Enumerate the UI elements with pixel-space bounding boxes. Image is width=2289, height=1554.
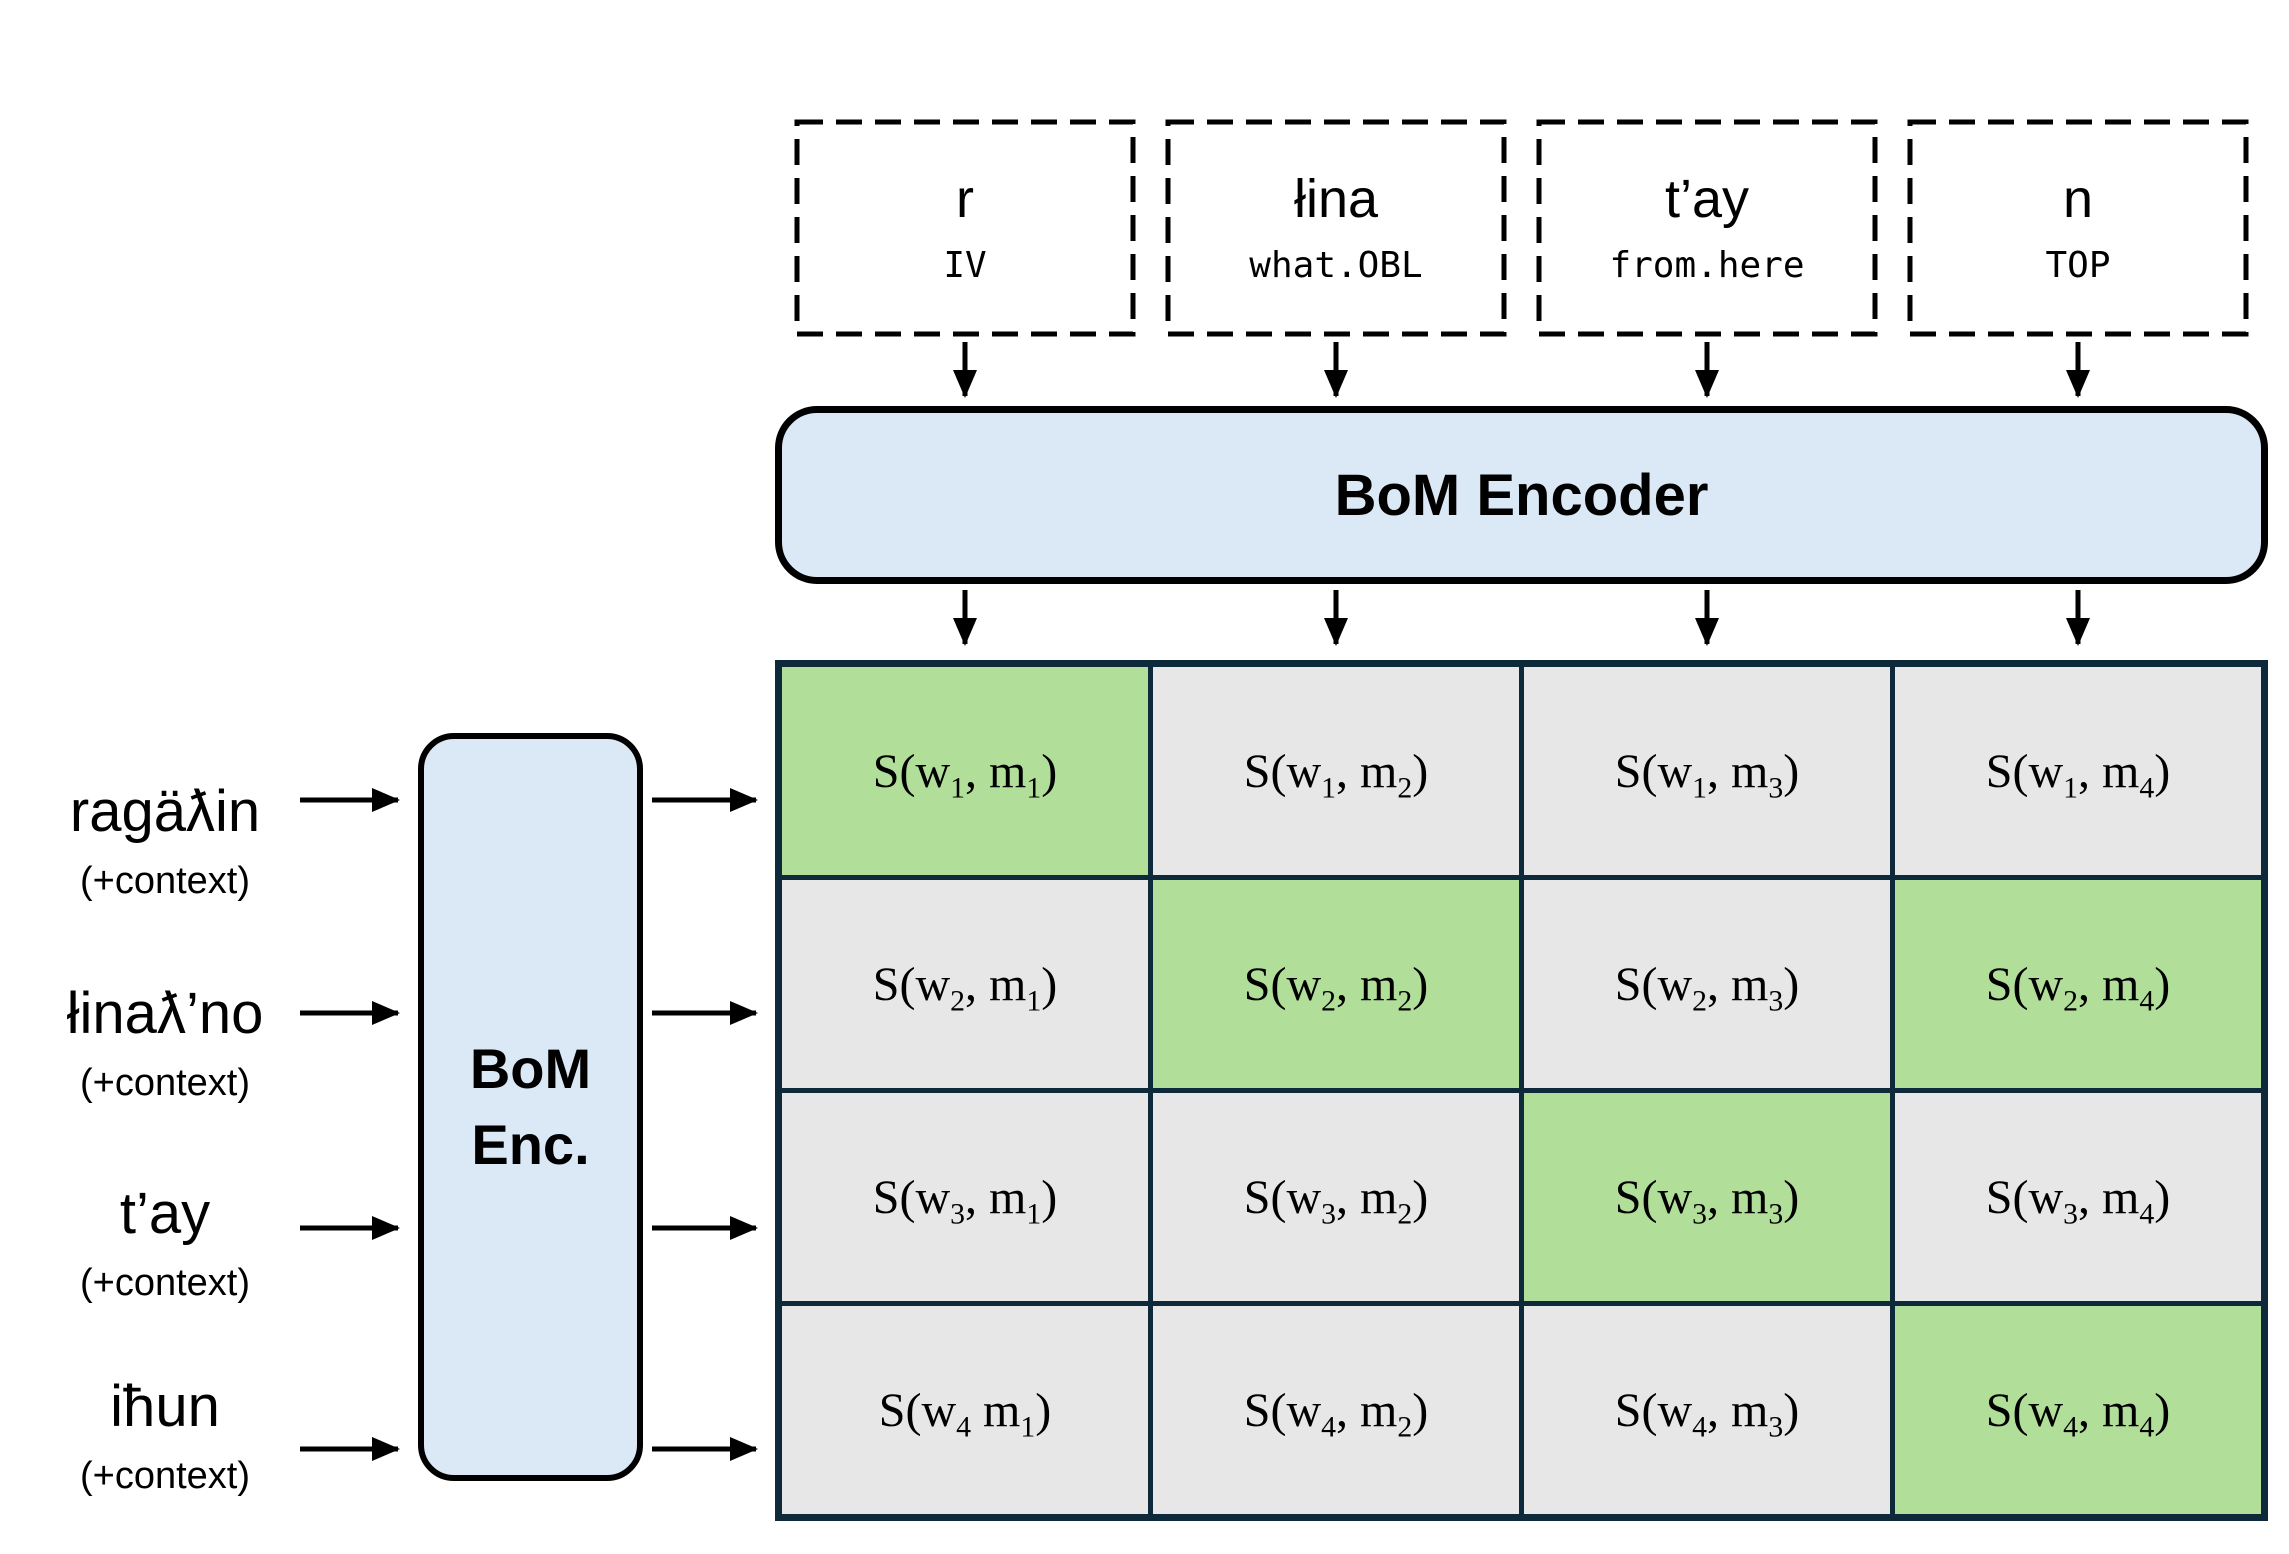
matrix-cell: S(w1, m1): [782, 667, 1148, 875]
matrix-cell-label: S(w2, m3): [1614, 957, 1800, 1018]
side-bom-encoder-label-line1: BoM: [469, 1037, 592, 1100]
matrix-cell-label: S(w2, m4): [1985, 957, 2171, 1018]
matrix-cell-label: S(w3, m4): [1985, 1170, 2171, 1231]
matrix-cell: S(w4, m3): [1524, 1306, 1890, 1514]
matrix-cell-label: S(w3, m3): [1614, 1170, 1800, 1231]
matrix-cell: S(w4, m4): [1895, 1306, 2261, 1514]
matrix-cell-label: S(w1, m4): [1985, 744, 2171, 805]
morpheme-gloss: IV: [943, 245, 987, 286]
matrix-cell: S(w3, m3): [1524, 1093, 1890, 1301]
similarity-matrix: S(w1, m1) S(w1, m2) S(w1, m3) S(w1, m4) …: [775, 660, 2268, 1521]
matrix-cell-label: S(w1, m2): [1243, 744, 1429, 805]
word-context-label: (+context): [79, 1062, 251, 1104]
morpheme-word: t’ay: [1664, 169, 1750, 229]
matrix-cell-label: S(w4 m1): [878, 1383, 1052, 1444]
word-block: ragäƛin (+context): [15, 776, 315, 904]
morpheme-box: łina what.OBL: [1168, 122, 1504, 334]
morpheme-box: r IV: [797, 122, 1133, 334]
matrix-cell-label: S(w4, m4): [1985, 1383, 2171, 1444]
matrix-cell-label: S(w3, m2): [1243, 1170, 1429, 1231]
matrix-cell: S(w4, m2): [1153, 1306, 1519, 1514]
matrix-cell: S(w2, m3): [1524, 880, 1890, 1088]
morpheme-word: łina: [1293, 169, 1379, 229]
word-context-label: (+context): [79, 860, 251, 902]
matrix-cell-label: S(w2, m1): [872, 957, 1058, 1018]
side-bom-encoder-label-line2: Enc.: [471, 1113, 590, 1176]
matrix-cell-label: S(w4, m2): [1243, 1383, 1429, 1444]
matrix-cell: S(w3, m4): [1895, 1093, 2261, 1301]
matrix-cell: S(w2, m2): [1153, 880, 1519, 1088]
matrix-cell-label: S(w1, m1): [872, 744, 1058, 805]
word-label: łinaƛ’no: [66, 981, 264, 1046]
matrix-cell: S(w2, m1): [782, 880, 1148, 1088]
morpheme-gloss: from.here: [1609, 245, 1805, 286]
word-context-label: (+context): [79, 1455, 251, 1497]
matrix-cell-label: S(w4, m3): [1614, 1383, 1800, 1444]
bom-encoder-box: BoM Encoder: [775, 406, 2268, 584]
morpheme-gloss: TOP: [2045, 245, 2111, 286]
word-block: t’ay (+context): [15, 1178, 315, 1306]
morpheme-gloss: what.OBL: [1249, 245, 1423, 286]
bom-encoder-label: BoM Encoder: [1334, 462, 1709, 528]
word-context-label: (+context): [79, 1262, 251, 1304]
matrix-cell: S(w1, m3): [1524, 667, 1890, 875]
word-label: iħun: [110, 1374, 220, 1439]
word-block: iħun (+context): [15, 1371, 315, 1499]
matrix-cell: S(w3, m2): [1153, 1093, 1519, 1301]
morpheme-box: t’ay from.here: [1539, 122, 1875, 334]
morpheme-word: r: [956, 169, 974, 229]
matrix-cell-label: S(w1, m3): [1614, 744, 1800, 805]
side-bom-encoder-box: BoM Enc.: [418, 733, 643, 1481]
matrix-cell: S(w2, m4): [1895, 880, 2261, 1088]
morpheme-word: n: [2062, 169, 2094, 229]
matrix-cell: S(w1, m2): [1153, 667, 1519, 875]
morpheme-box: n TOP: [1910, 122, 2246, 334]
matrix-cell: S(w3, m1): [782, 1093, 1148, 1301]
word-label: ragäƛin: [69, 779, 261, 844]
matrix-cell: S(w1, m4): [1895, 667, 2261, 875]
word-label: t’ay: [119, 1181, 211, 1246]
matrix-cell-label: S(w3, m1): [872, 1170, 1058, 1231]
matrix-cell-label: S(w2, m2): [1243, 957, 1429, 1018]
matrix-cell: S(w4 m1): [782, 1306, 1148, 1514]
word-block: łinaƛ’no (+context): [15, 978, 315, 1106]
